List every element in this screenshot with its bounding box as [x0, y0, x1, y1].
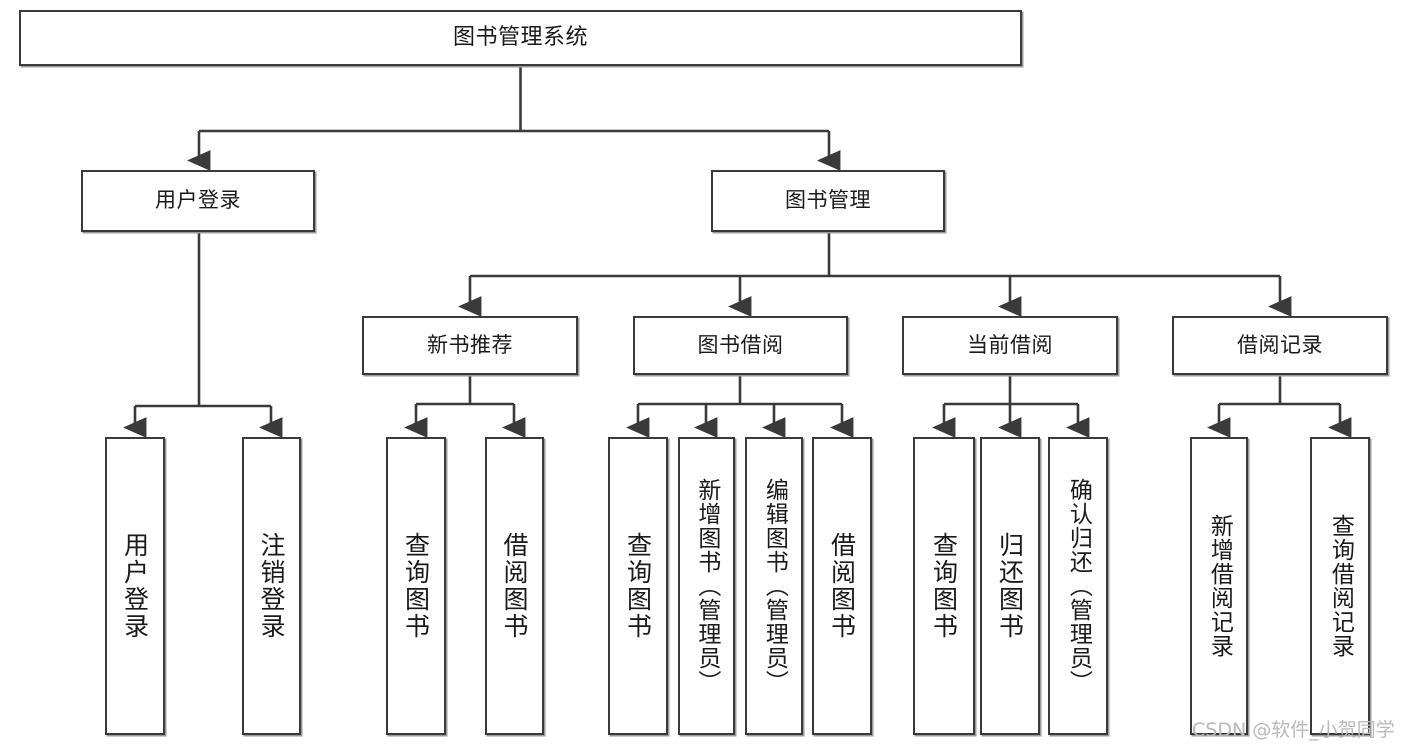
- node-label: 新书推荐: [427, 332, 513, 357]
- node-book-management[interactable]: 图书管理: [711, 170, 945, 232]
- node-user-login[interactable]: 用户登录: [81, 170, 315, 232]
- node-label: 归还图书: [995, 532, 1025, 640]
- node-leaf-query-book-2[interactable]: 查询图书: [608, 437, 668, 735]
- node-leaf-borrow-book-1[interactable]: 借阅图书: [485, 437, 544, 735]
- node-leaf-edit-book[interactable]: 编辑图书（管理员）: [745, 437, 803, 735]
- node-label: 新增借阅记录: [1206, 514, 1233, 658]
- node-leaf-return-book[interactable]: 归还图书: [980, 437, 1040, 735]
- node-label: 用户登录: [120, 532, 150, 640]
- node-label: 当前借阅: [967, 332, 1053, 357]
- node-leaf-add-book[interactable]: 新增图书（管理员）: [678, 437, 735, 735]
- node-label: 用户登录: [155, 188, 241, 213]
- node-leaf-borrow-book-2[interactable]: 借阅图书: [812, 437, 872, 735]
- node-label: 图书管理系统: [452, 24, 588, 50]
- node-leaf-confirm-return[interactable]: 确认归还（管理员）: [1048, 437, 1108, 735]
- node-label: 查询借阅记录: [1327, 514, 1354, 658]
- node-leaf-user-login[interactable]: 用户登录: [105, 437, 165, 735]
- node-new-book-recommendation[interactable]: 新书推荐: [362, 316, 578, 375]
- node-label: 查询图书: [929, 532, 959, 640]
- node-label: 查询图书: [623, 532, 653, 640]
- node-label: 图书管理: [785, 188, 871, 213]
- node-label: 查询图书: [401, 532, 431, 640]
- node-leaf-logout[interactable]: 注销登录: [242, 437, 301, 735]
- node-leaf-add-borrow-record[interactable]: 新增借阅记录: [1190, 437, 1248, 735]
- node-leaf-query-borrow-record[interactable]: 查询借阅记录: [1310, 437, 1370, 735]
- watermark: CSDN @软件_小贺同学: [1192, 719, 1395, 741]
- node-borrowing-records[interactable]: 借阅记录: [1172, 316, 1388, 375]
- node-book-borrowing[interactable]: 图书借阅: [633, 316, 848, 375]
- node-label: 注销登录: [257, 532, 286, 640]
- node-label: 确认归还（管理员）: [1065, 478, 1092, 694]
- node-label: 借阅图书: [827, 532, 857, 640]
- node-label: 借阅记录: [1237, 332, 1323, 357]
- node-leaf-query-book-1[interactable]: 查询图书: [386, 437, 446, 735]
- node-root-system[interactable]: 图书管理系统: [19, 10, 1022, 66]
- node-label: 借阅图书: [500, 532, 529, 640]
- node-label: 新增图书（管理员）: [693, 478, 720, 694]
- node-label: 图书借阅: [697, 332, 784, 357]
- node-current-borrowing[interactable]: 当前借阅: [902, 316, 1118, 375]
- node-leaf-query-book-3[interactable]: 查询图书: [913, 437, 975, 735]
- node-label: 编辑图书（管理员）: [761, 478, 788, 694]
